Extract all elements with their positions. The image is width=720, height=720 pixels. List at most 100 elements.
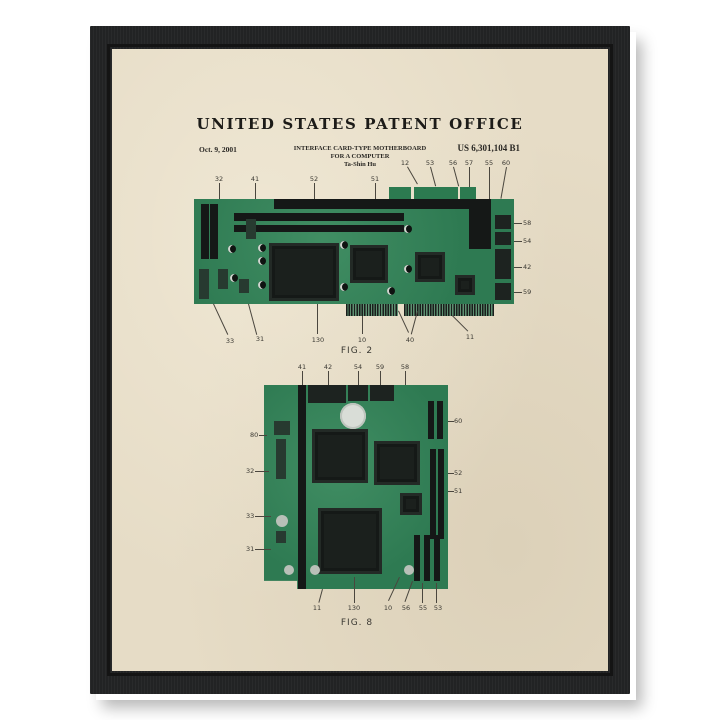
fig8-label: 60: [454, 417, 463, 425]
fig8-screw: [310, 565, 320, 575]
fig8-slot-52: [430, 449, 436, 539]
fig8-battery: [340, 403, 366, 429]
fig2-capacitor: [340, 241, 348, 249]
fig2-edge-connector-11: [404, 304, 494, 316]
fig2-label: 41: [250, 175, 260, 183]
fig8-label: 59: [375, 363, 385, 371]
poster-title: UNITED STATES PATENT OFFICE: [196, 115, 524, 133]
leader-line: [318, 589, 323, 603]
fig8-label: 11: [312, 604, 322, 612]
leader-line: [489, 167, 490, 199]
fig2-slot-41: [234, 213, 404, 221]
fig2-port-54: [495, 232, 511, 245]
leader-line: [407, 166, 418, 185]
fig2-edge-connector-10: [346, 304, 398, 316]
invention-title-line1: INTERFACE CARD-TYPE MOTHERBOARD: [293, 145, 427, 152]
leader-line: [255, 471, 269, 472]
fig2-chip-a: [350, 245, 388, 283]
fig8-label: 130: [347, 604, 361, 612]
leader-line: [453, 166, 459, 187]
picture-frame: UNITED STATES PATENT OFFICE Oct. 9, 2001…: [90, 26, 630, 694]
fig2-slot-32: [201, 204, 209, 259]
fig2-top-connector-b: [414, 187, 458, 199]
fig2-label: 58: [523, 219, 532, 227]
fig8-label: 33: [246, 512, 255, 520]
fig8-label: 58: [400, 363, 410, 371]
leader-line: [448, 491, 454, 492]
fig8-slot-53: [434, 535, 440, 581]
leader-line: [317, 304, 318, 334]
leader-line: [255, 516, 271, 517]
fig8-part-32: [276, 439, 286, 479]
leader-line: [358, 371, 359, 385]
leader-line: [362, 316, 363, 334]
invention-title: INTERFACE CARD-TYPE MOTHERBOARD FOR A CO…: [112, 145, 608, 169]
fig8-part-80: [274, 421, 290, 435]
fig2-label: 31: [255, 335, 265, 343]
leader-line: [422, 583, 423, 603]
fig2-label: 55: [484, 159, 494, 167]
leader-line: [514, 267, 522, 268]
leader-line: [375, 183, 376, 199]
fig2-cpu-130: [269, 243, 339, 301]
leader-line: [314, 183, 315, 199]
fig2-capacitor: [387, 287, 395, 295]
fig2-top-connector-a: [389, 187, 411, 199]
fig2-capacitor: [340, 283, 348, 291]
fig2-label: 51: [370, 175, 380, 183]
fig8-label: 52: [454, 469, 463, 477]
fig2-label: 12: [400, 159, 410, 167]
fig8-part-33: [276, 515, 288, 527]
fig2-part: [246, 219, 256, 239]
fig8-slot-55: [424, 535, 430, 581]
inventor-name: Ta-Shin Hu: [343, 161, 377, 168]
fig8-slot-41: [298, 385, 306, 589]
patent-number: US 6,301,104 B1: [457, 143, 520, 153]
frame-bevel: [107, 44, 613, 676]
leader-line: [514, 223, 522, 224]
fig8-screw: [404, 565, 414, 575]
fig8-label: 55: [418, 604, 428, 612]
leader-line: [248, 303, 258, 335]
leader-line: [302, 371, 303, 385]
leader-line: [436, 583, 437, 603]
fig2-label: 59: [523, 288, 532, 296]
fig8-port-54: [348, 385, 368, 401]
fig2-capacitor: [258, 281, 266, 289]
fig8-chip-a: [312, 429, 368, 483]
fig2-label: 11: [465, 333, 475, 341]
fig8-label: 42: [323, 363, 333, 371]
fig2-label: 10: [357, 336, 367, 344]
leader-line: [448, 473, 454, 474]
fig2-caption: FIG. 2: [340, 346, 374, 356]
fig8-label: 31: [246, 545, 255, 553]
fig8-slot-60: [428, 401, 434, 439]
leader-line: [514, 292, 522, 293]
fig8-chip-b: [374, 441, 420, 485]
fig2-label: 32: [214, 175, 224, 183]
fig2-label: 53: [425, 159, 435, 167]
fig2-part-31: [239, 279, 249, 293]
fig8-cpu-130: [318, 508, 382, 574]
leader-line: [448, 421, 454, 422]
fig2-capacitor: [404, 225, 412, 233]
fig8-label: 10: [383, 604, 393, 612]
fig2-slot-51: [234, 225, 404, 232]
fig2-label: 54: [523, 237, 532, 245]
leader-line: [405, 371, 406, 385]
fig8-label: 41: [297, 363, 307, 371]
fig2-capacitor: [258, 257, 266, 265]
fig8-label: 54: [353, 363, 363, 371]
fig8-slot-51: [438, 449, 444, 539]
fig2-capacitor: [258, 244, 266, 252]
leader-line: [380, 371, 381, 385]
leader-line: [430, 166, 436, 187]
leader-line: [469, 167, 470, 187]
fig2-chip-c: [455, 275, 475, 295]
fig2-capacitor: [228, 245, 236, 253]
fig2-top-connector-c: [460, 187, 476, 199]
fig2-label: 52: [309, 175, 319, 183]
fig2-circuit-board: [194, 199, 514, 304]
patent-date: Oct. 9, 2001: [199, 145, 237, 154]
fig8-label: 51: [454, 487, 463, 495]
